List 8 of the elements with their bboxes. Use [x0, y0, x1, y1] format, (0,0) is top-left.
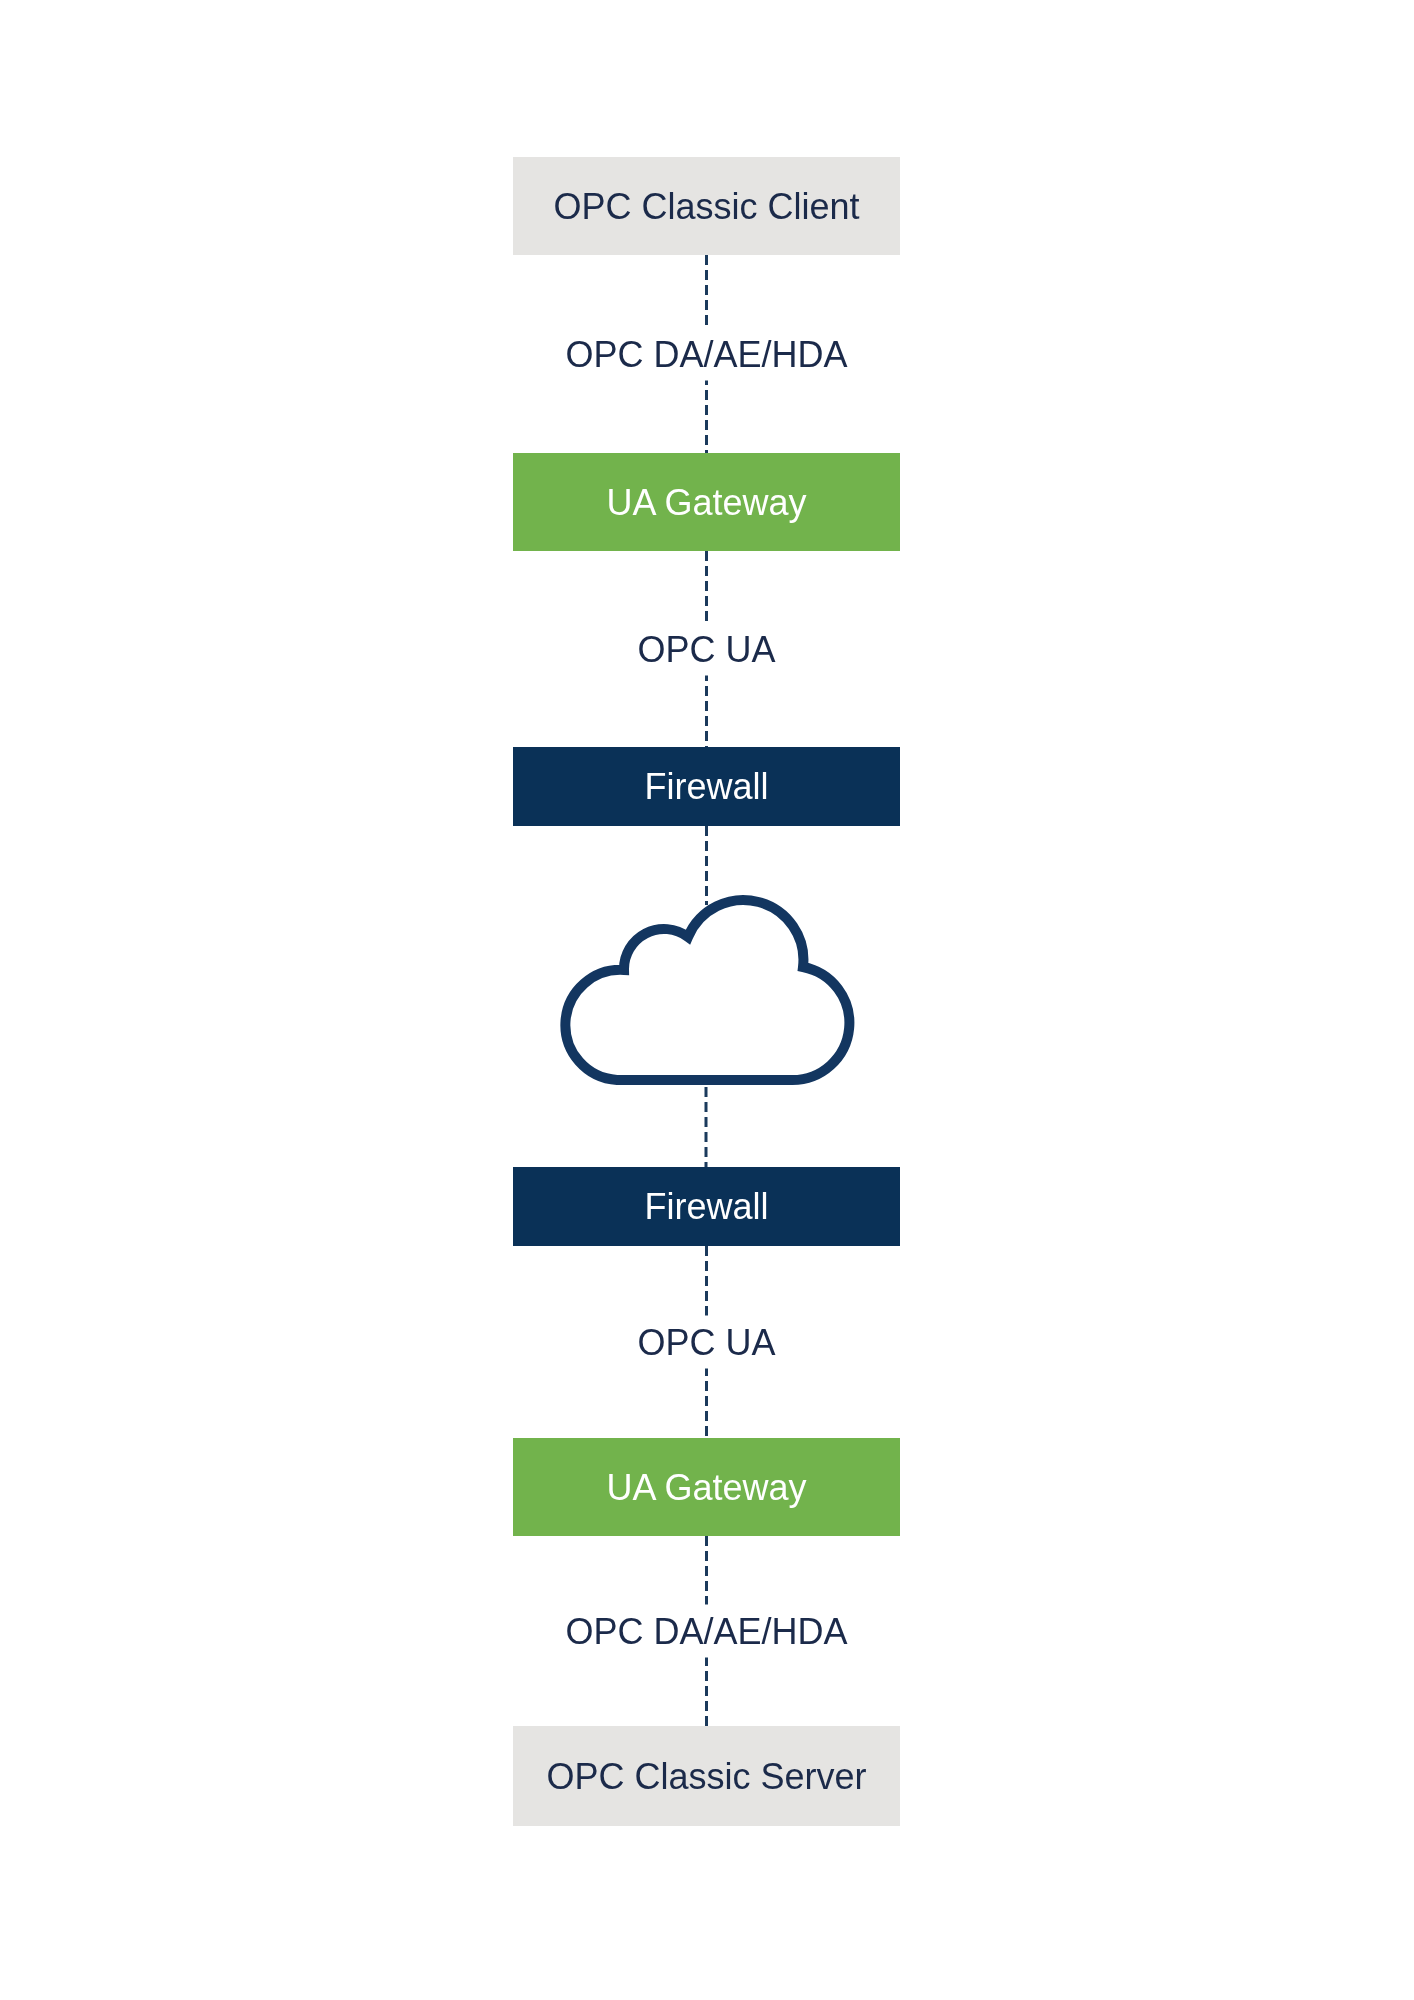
- firewall-box: Firewall: [513, 1167, 900, 1246]
- gateway-box: UA Gateway: [513, 1438, 900, 1536]
- firewall-box: Firewall: [513, 747, 900, 826]
- gateway-box: UA Gateway: [513, 453, 900, 551]
- client-box: OPC Classic Client: [513, 157, 900, 255]
- dashed-connector: [704, 1087, 708, 1167]
- server-box: OPC Classic Server: [513, 1726, 900, 1826]
- dashed-connector: [705, 826, 708, 905]
